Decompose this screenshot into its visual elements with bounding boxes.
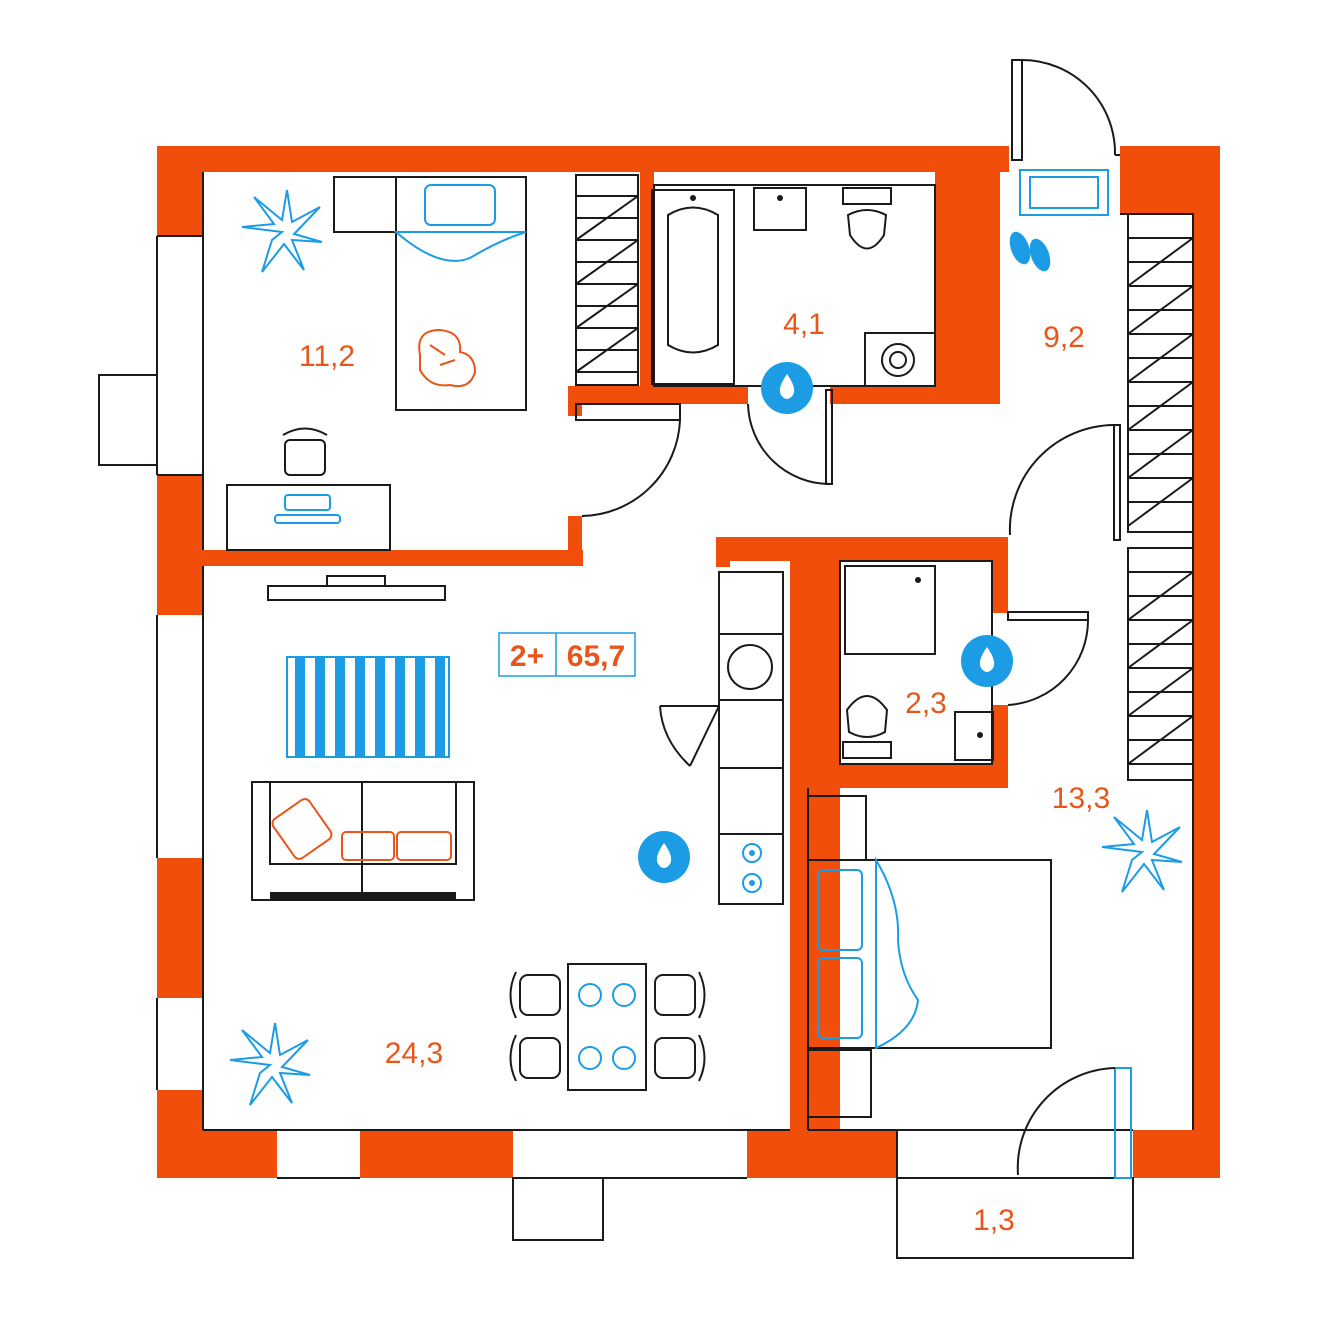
plant-icon bbox=[1101, 809, 1183, 893]
entrance-door[interactable] bbox=[1011, 59, 1120, 161]
bedroom-1-area: 11,2 bbox=[299, 340, 355, 373]
kitchen bbox=[659, 571, 784, 905]
bedroom-2-area: 13,3 bbox=[1052, 782, 1110, 815]
plant-icon bbox=[229, 1022, 311, 1106]
bedroom-2 bbox=[807, 795, 1132, 1179]
rug bbox=[286, 656, 450, 758]
dining-table bbox=[509, 963, 706, 1091]
bed-icon bbox=[807, 856, 1052, 1050]
hallway bbox=[1008, 169, 1194, 781]
windows bbox=[98, 235, 1134, 1259]
plan-badge: 2+ 65,7 bbox=[498, 632, 636, 677]
toilet-icon bbox=[842, 695, 892, 759]
balcony-area: 1,3 bbox=[973, 1204, 1015, 1237]
plant-icon bbox=[241, 189, 323, 273]
toilet-icon bbox=[842, 187, 892, 250]
room-outlines bbox=[202, 172, 1194, 1131]
slippers-icon bbox=[1009, 231, 1051, 272]
toilet-area: 2,3 bbox=[905, 687, 947, 720]
washer-icon bbox=[864, 332, 936, 387]
bath-icon bbox=[651, 189, 735, 385]
bathroom-area: 4,1 bbox=[783, 308, 825, 341]
total-area: 65,7 bbox=[567, 640, 625, 673]
bedroom-1 bbox=[226, 174, 681, 551]
living-room bbox=[251, 571, 784, 1091]
sofa-icon bbox=[251, 781, 475, 901]
hallway-area: 9,2 bbox=[1043, 321, 1085, 354]
rooms-count: 2+ bbox=[510, 640, 544, 673]
water-drop-icon bbox=[961, 635, 1013, 687]
sink-icon bbox=[753, 187, 807, 231]
cat-icon bbox=[418, 328, 477, 388]
balcony bbox=[896, 1177, 1134, 1259]
stove-icon bbox=[742, 843, 762, 893]
water-drop-icon bbox=[638, 831, 690, 883]
living-room-area: 24,3 bbox=[385, 1037, 443, 1070]
water-drop-icon bbox=[761, 362, 813, 414]
sink-icon bbox=[954, 711, 994, 761]
walls bbox=[157, 146, 1220, 1178]
